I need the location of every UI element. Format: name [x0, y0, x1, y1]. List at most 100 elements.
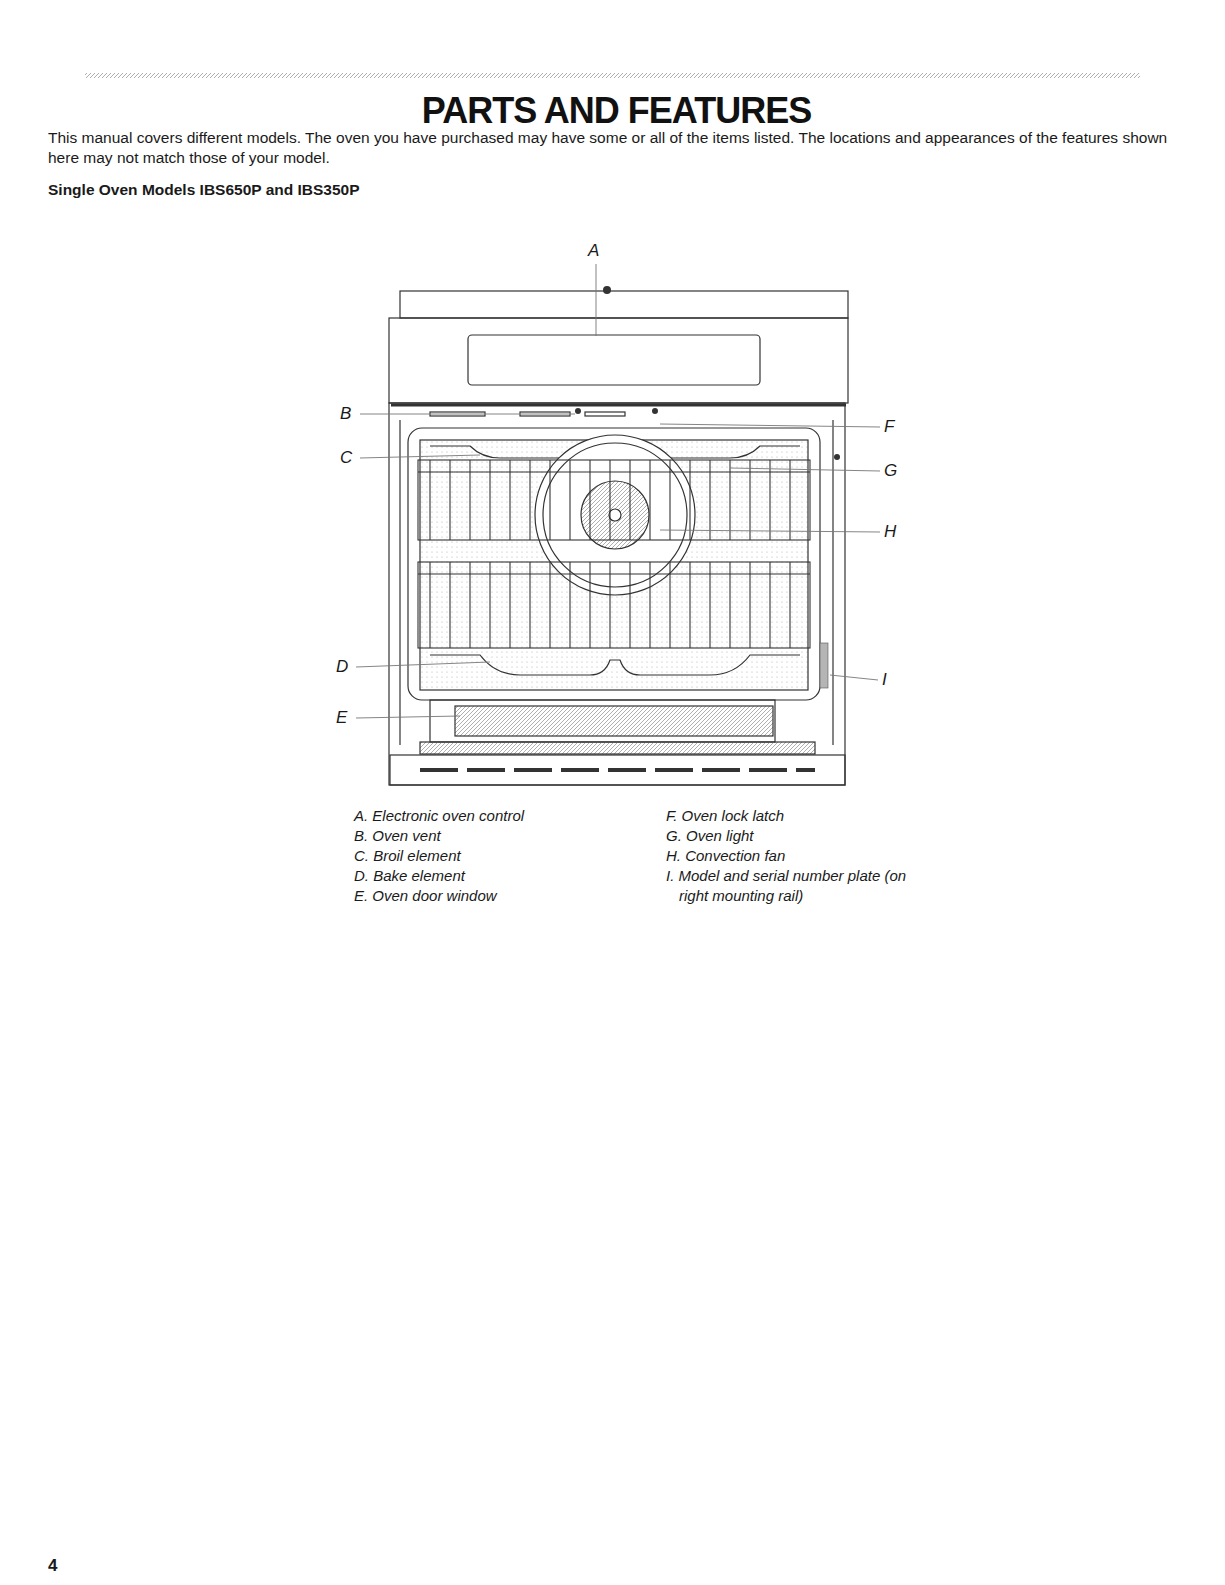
vent-slot [585, 412, 625, 416]
rack-bar [749, 460, 750, 540]
leader-line [660, 424, 880, 427]
vent-screw [575, 408, 581, 414]
rack-bar [529, 460, 530, 540]
control-panel [389, 318, 848, 403]
part-name: C. Broil element [354, 846, 461, 866]
rack-bar [589, 460, 590, 540]
base-vent [420, 768, 815, 772]
rack-bar [469, 460, 470, 540]
callout-letter: I [882, 669, 887, 691]
bake-element [430, 655, 800, 675]
control-display [468, 335, 760, 385]
rack-bar [789, 460, 790, 540]
door-bottom [420, 742, 815, 754]
leader-line [356, 716, 460, 718]
rack-bar [709, 460, 710, 540]
callout-letter: B [340, 403, 351, 425]
rack-bar [489, 562, 490, 648]
oven-outline [389, 291, 848, 785]
page-number: 4 [48, 1555, 57, 1577]
leader-line [660, 530, 880, 532]
door-frame [430, 700, 775, 742]
leader-lines [356, 264, 880, 718]
rack-rail [418, 471, 810, 472]
light-dot [834, 454, 840, 460]
rack-bar [649, 562, 650, 648]
rack-bar [469, 562, 470, 648]
rack-bar [549, 460, 550, 540]
rack-bar [429, 460, 430, 540]
vent-screw [652, 408, 658, 414]
rack-bar [689, 460, 690, 540]
leader-line [730, 468, 880, 471]
top-rule [85, 73, 1140, 78]
serial-plate [820, 643, 828, 688]
rack-bar [509, 562, 510, 648]
leader-line [356, 662, 490, 667]
page-title: PARTS AND FEATURES [4, 88, 1225, 135]
fan-hub [609, 509, 621, 521]
rack-bar [569, 460, 570, 540]
fan-cover [535, 435, 695, 595]
rack-bar [589, 562, 590, 648]
rack-bar [609, 460, 610, 540]
rack-bar [789, 562, 790, 648]
mounting-rail [832, 420, 833, 745]
part-name: A. Electronic oven control [354, 806, 524, 826]
oven-frame [389, 403, 845, 785]
rack-bar [449, 460, 450, 540]
door-window [455, 706, 773, 736]
rack-bar [729, 562, 730, 648]
oven-base [390, 755, 845, 785]
rack-frame [418, 562, 810, 648]
rack-bar [609, 562, 610, 648]
section-heading: Single Oven Models IBS650P and IBS350P [48, 180, 748, 200]
intro-text: This manual covers different models. The… [48, 128, 1183, 168]
rack-bar [669, 562, 670, 648]
rack-bar [769, 562, 770, 648]
rack-bar [729, 460, 730, 540]
leader-line [596, 264, 597, 336]
rack-bar [449, 562, 450, 648]
rack-bar [709, 562, 710, 648]
rack-bar [489, 460, 490, 540]
part-name: F. Oven lock latch [666, 806, 784, 826]
fan-blades [581, 481, 649, 549]
knob [603, 286, 611, 294]
rack-bar [629, 460, 630, 540]
rack-bar [649, 460, 650, 540]
oven-racks [418, 460, 810, 648]
rack-bar [629, 562, 630, 648]
leader-line [360, 414, 575, 415]
part-name: B. Oven vent [354, 826, 441, 846]
vent-strip [391, 404, 846, 407]
callout-letter: C [340, 447, 352, 469]
rack-rail [418, 573, 810, 574]
part-name: I. Model and serial number plate (on rig… [666, 866, 929, 905]
rack-bar [549, 562, 550, 648]
rack-bar [769, 460, 770, 540]
panel-trim [400, 291, 848, 318]
rack-bar [529, 562, 530, 648]
rack-bar [749, 562, 750, 648]
rack-bar [689, 562, 690, 648]
part-name: H. Convection fan [666, 846, 785, 866]
rack-bar [429, 562, 430, 648]
callout-letter: A [588, 240, 599, 262]
leader-line [830, 675, 878, 680]
rack-frame [418, 460, 810, 540]
part-name: E. Oven door window [354, 886, 497, 906]
callout-letter: H [884, 521, 896, 543]
callout-letter: D [336, 656, 348, 678]
rack-bar [669, 460, 670, 540]
fan-ring [543, 443, 687, 587]
leader-line [360, 455, 480, 458]
rack-bar [509, 460, 510, 540]
callout-letter: G [884, 460, 897, 482]
part-name: D. Bake element [354, 866, 465, 886]
mounting-rail [399, 420, 400, 745]
callout-letter: F [884, 416, 894, 438]
rack-bar [569, 562, 570, 648]
